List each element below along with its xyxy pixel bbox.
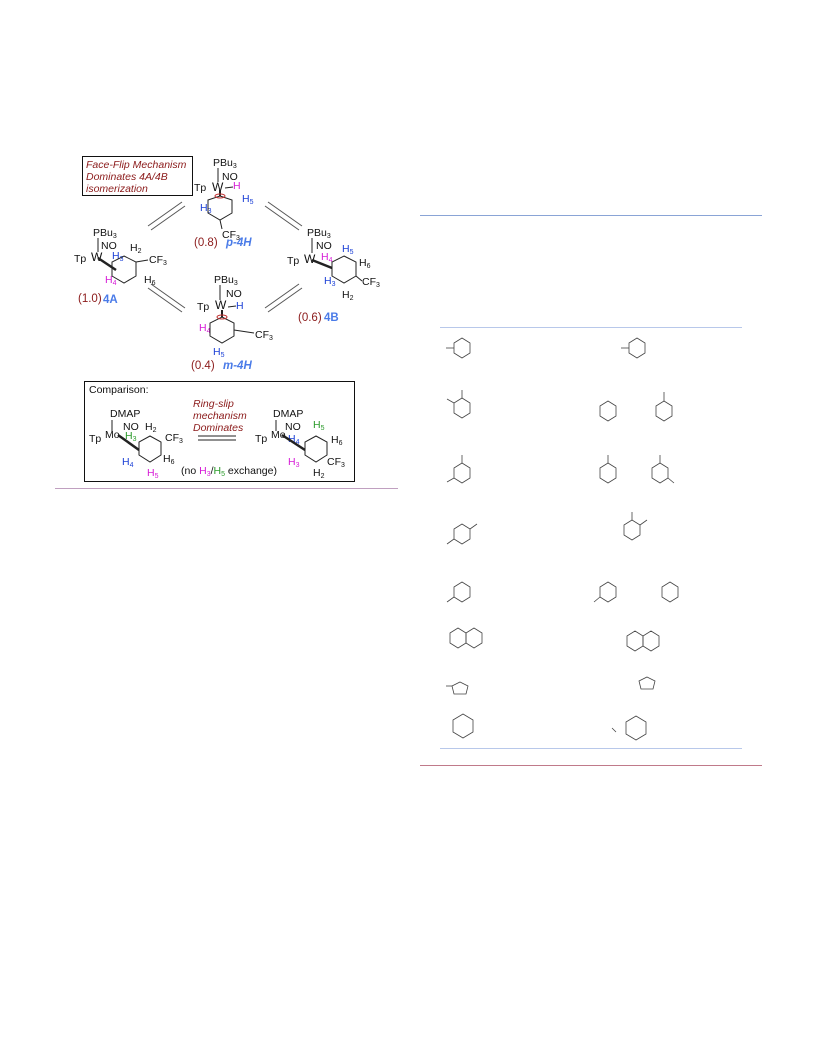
cf3-label: CF3 — [255, 329, 273, 342]
pbu3-label: PBu3 — [214, 274, 238, 287]
h6-label: H6 — [144, 274, 156, 287]
h2-label: H2 — [145, 421, 157, 434]
h2-label: H2 — [342, 289, 354, 302]
no-label: NO — [123, 421, 139, 433]
face-flip-line-1: Face-Flip Mechanism — [86, 159, 187, 171]
h5-label: H5 — [242, 193, 254, 206]
cf3-label: CF3 — [149, 254, 167, 267]
no-label: NO — [285, 421, 301, 433]
h3-label: H3 — [125, 430, 137, 443]
tp-label: Tp — [287, 255, 300, 267]
no-label: NO — [222, 171, 238, 183]
figure-rule-left — [55, 488, 398, 489]
cf3-label: CF3 — [327, 456, 345, 469]
ratio-4B: (0.6) — [298, 312, 322, 324]
exchange-note: (no H3/H5 exchange) — [181, 465, 277, 478]
h-label: H — [236, 300, 244, 312]
ratio-m-4H: (0.4) — [191, 360, 215, 372]
h3-label: H3 — [324, 275, 336, 288]
no-label: NO — [226, 288, 242, 300]
h6-label: H6 — [331, 434, 343, 447]
no-label: NO — [316, 240, 332, 252]
h3-label: H3 — [112, 250, 124, 263]
cf3-label: CF3 — [222, 229, 240, 242]
table-rule-header — [440, 327, 742, 328]
pbu3-label: PBu3 — [213, 157, 237, 170]
h4-label: H4 — [199, 322, 211, 335]
ring-slip-line-1: Ring-slip — [193, 398, 234, 410]
pbu3-label: PBu3 — [307, 227, 331, 240]
w-label: W — [215, 298, 227, 312]
w-label: W — [91, 250, 103, 264]
tp-label: Tp — [89, 433, 102, 445]
comparison-box: Comparison: Ring-slip mechanism Dominate… — [84, 381, 355, 482]
h3-label: H3 — [200, 202, 212, 215]
ring-slip-line-2: mechanism — [193, 410, 247, 422]
tp-label: Tp — [194, 182, 207, 194]
h2-label: H2 — [130, 242, 142, 255]
table-rule-end — [420, 765, 762, 766]
dmap-label: DMAP — [273, 408, 304, 420]
h5-label: H5 — [342, 243, 354, 256]
label-m-4H: m-4H — [223, 360, 252, 372]
tp-label: Tp — [255, 433, 268, 445]
h2-label: H2 — [313, 467, 325, 480]
label-4A: 4A — [103, 294, 118, 306]
h4-label: H4 — [321, 251, 333, 264]
comparison-title: Comparison: — [89, 384, 149, 396]
ratio-p-4H: (0.8) — [194, 237, 218, 249]
h6-label: H6 — [163, 453, 175, 466]
tp-label: Tp — [74, 253, 87, 265]
h4-label: H4 — [122, 456, 134, 469]
face-flip-line-2: Dominates 4A/4B — [86, 171, 168, 183]
h4-label: H4 — [105, 274, 117, 287]
w-label: W — [212, 180, 224, 194]
ratio-4A: (1.0) — [78, 293, 102, 305]
h6-label: H6 — [359, 257, 371, 270]
h4-label: H4 — [288, 433, 300, 446]
mo-label: Mo — [105, 429, 120, 441]
cf3-label: CF3 — [362, 276, 380, 289]
ring-slip-line-3: Dominates — [193, 422, 244, 434]
h5-label: H5 — [213, 346, 225, 359]
label-p-4H: p-4H — [226, 237, 252, 249]
h-label: H — [233, 180, 241, 192]
table-rule-bottom — [440, 748, 742, 749]
cf3-label: CF3 — [165, 432, 183, 445]
w-label: W — [304, 252, 316, 266]
face-flip-box: Face-Flip Mechanism Dominates 4A/4B isom… — [82, 156, 193, 196]
label-4B: 4B — [324, 312, 339, 324]
no-label: NO — [101, 240, 117, 252]
dmap-label: DMAP — [110, 408, 141, 420]
face-flip-line-3: isomerization — [86, 183, 148, 195]
pbu3-label: PBu3 — [93, 227, 117, 240]
h5-label: H5 — [313, 419, 325, 432]
mo-label: Mo — [271, 429, 286, 441]
h5-label: H5 — [147, 467, 159, 480]
tp-label: Tp — [197, 301, 210, 313]
h3-label: H3 — [288, 456, 300, 469]
table-rule-top — [420, 215, 762, 216]
